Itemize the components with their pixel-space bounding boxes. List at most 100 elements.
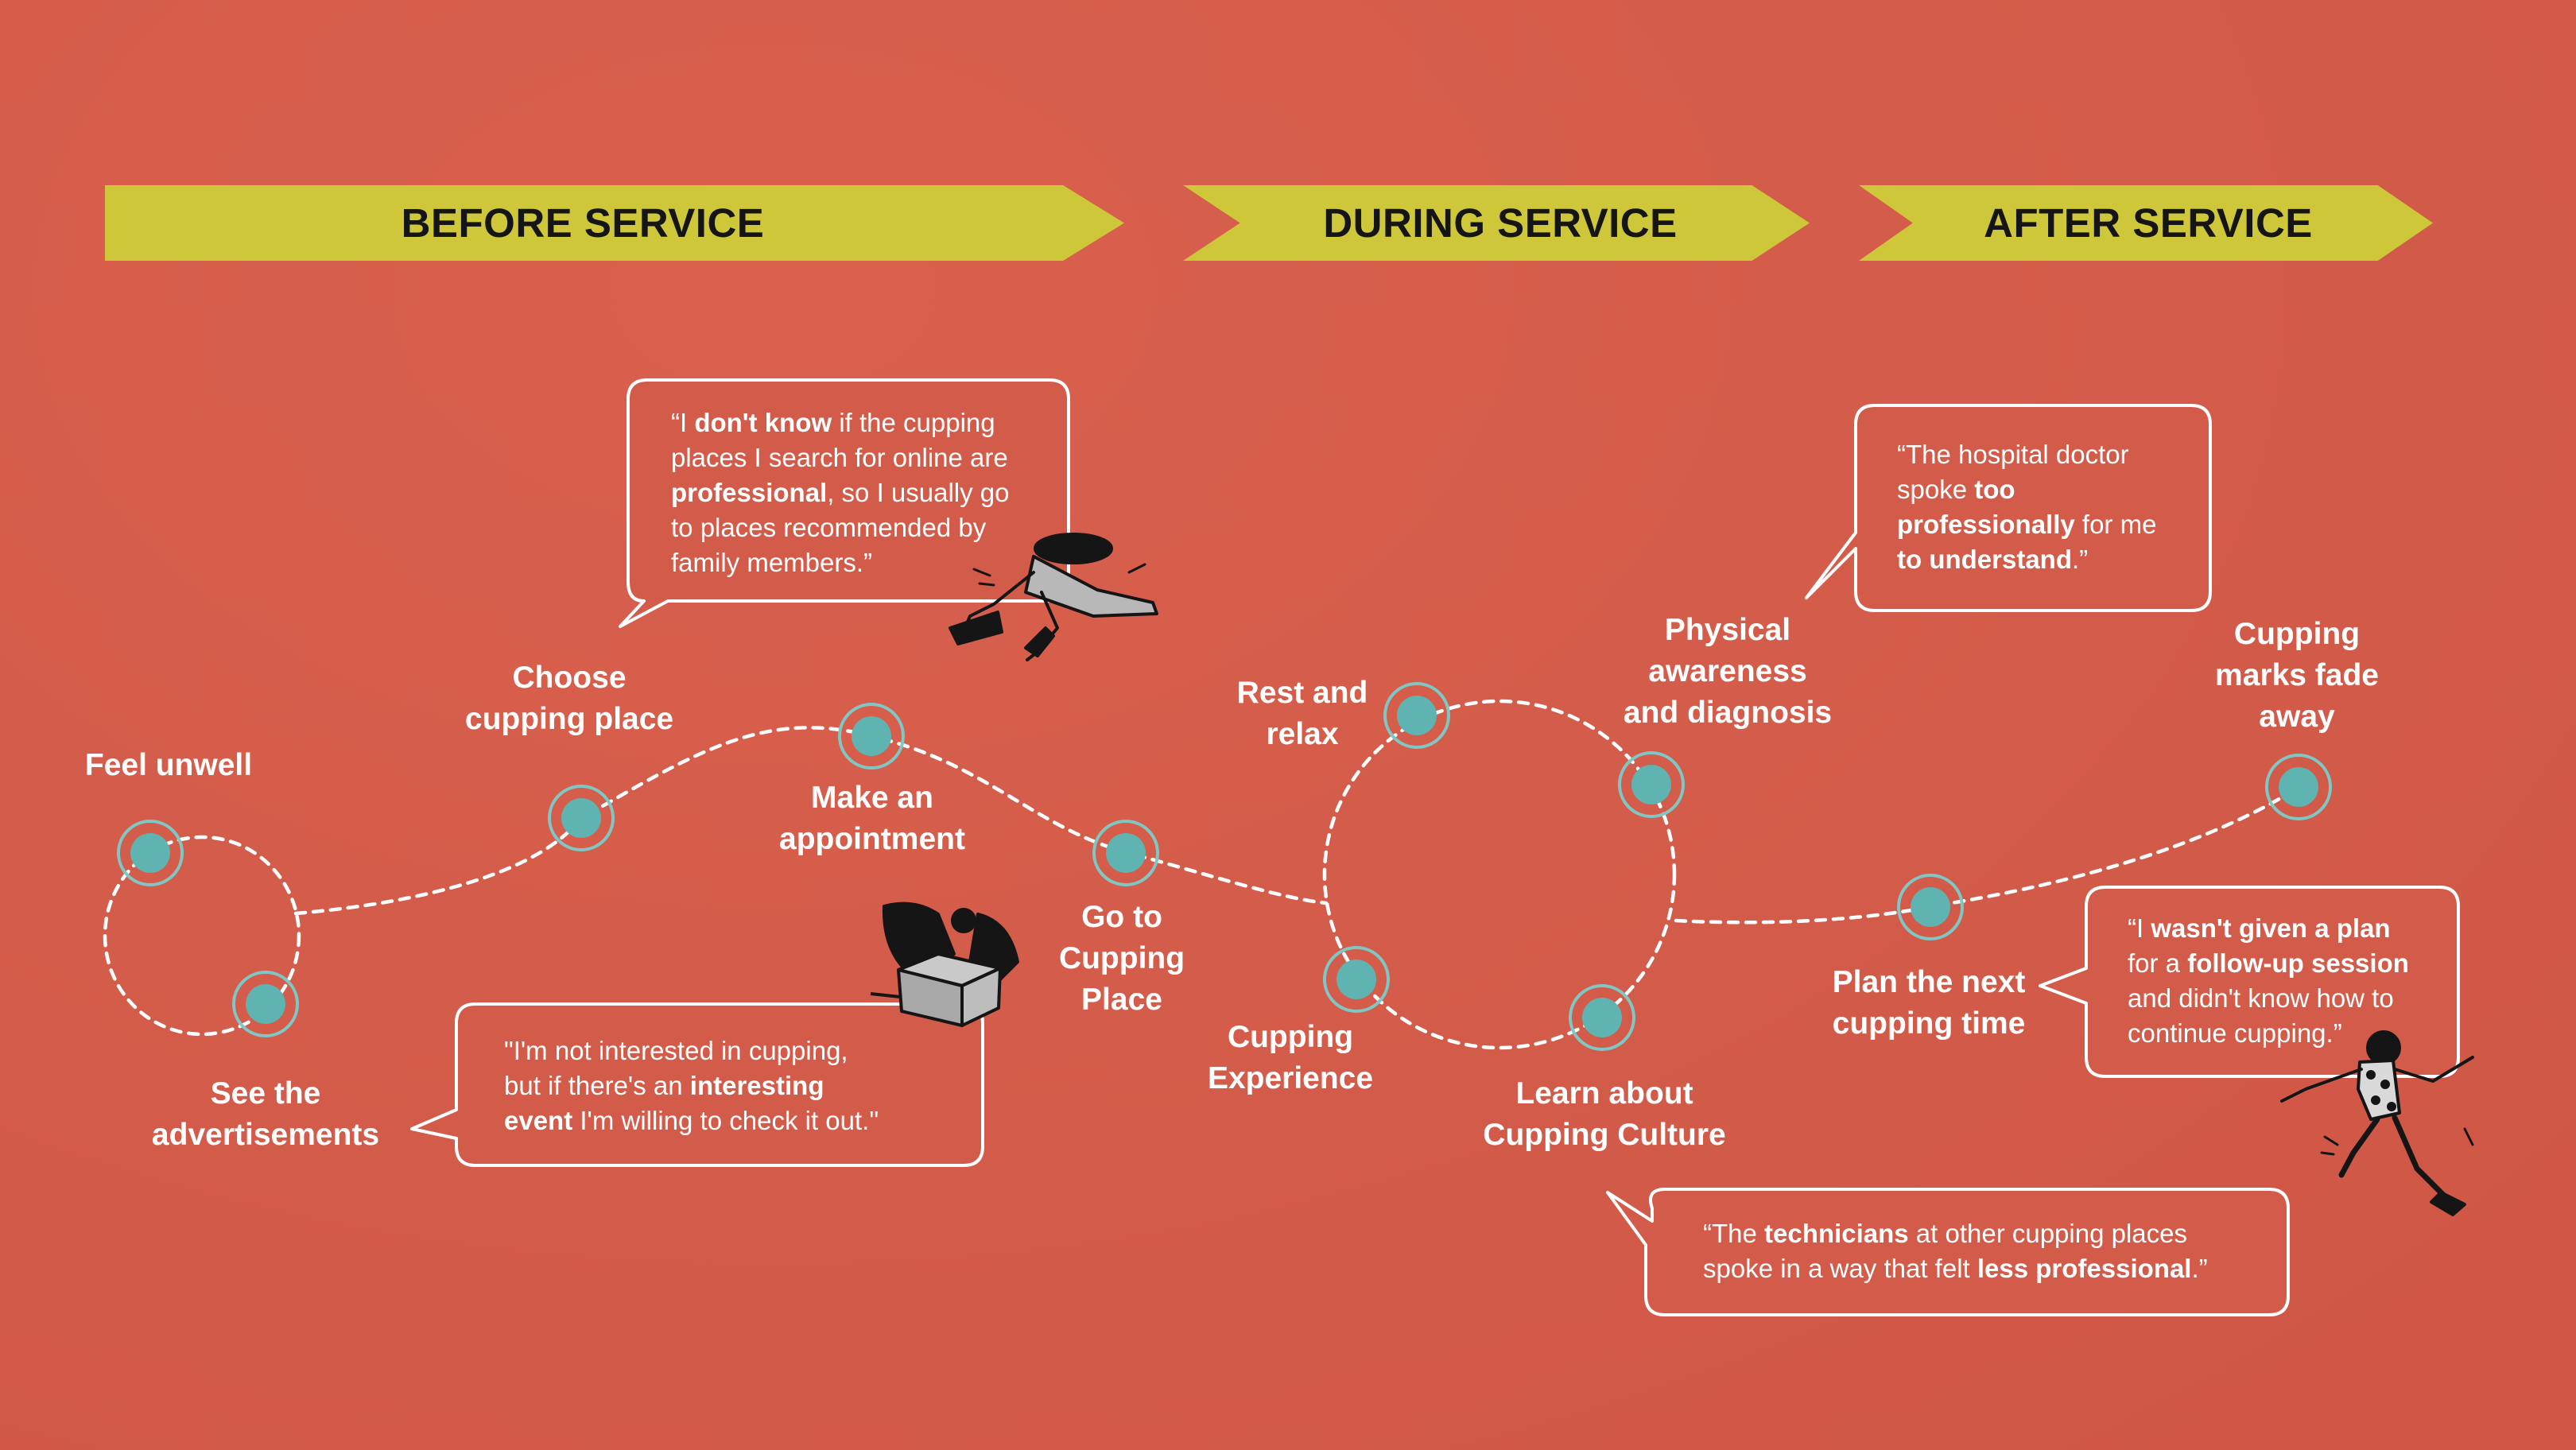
- step-text: cupping place: [464, 702, 674, 736]
- quote-emphasis: less professional: [1977, 1254, 2192, 1283]
- step-text: Physical: [1664, 613, 1791, 647]
- quote-emphasis: follow-up session: [2187, 948, 2409, 978]
- quote-text: spoke in a way that felt: [1703, 1254, 1977, 1283]
- node-goto[interactable]: [1092, 820, 1159, 886]
- node-fade[interactable]: [2265, 754, 2332, 820]
- quote-line: “The technicians at other cupping places: [1703, 1216, 2208, 1251]
- quote-online-search: “I don't know if the cupping places I se…: [671, 405, 1010, 580]
- node-choose[interactable]: [548, 785, 615, 851]
- phase-banner-during: DURING SERVICE: [1183, 185, 1810, 261]
- quote-emphasis: too: [1974, 475, 2015, 504]
- step-text: appointment: [779, 822, 965, 856]
- speech-bubbles: [410, 378, 2460, 1316]
- node-plan[interactable]: [1897, 874, 1964, 940]
- step-label-feel-unwell: Feel unwell: [85, 745, 252, 786]
- quote-text: .”: [2072, 545, 2089, 574]
- phase-banner-before: BEFORE SERVICE: [105, 185, 1124, 261]
- quote-line: professional, so I usually go: [671, 475, 1010, 510]
- quote-line: to places recommended by: [671, 513, 987, 542]
- bubble-q4: [2039, 886, 2460, 1078]
- step-text: Experience: [1207, 1061, 1374, 1095]
- step-text: away: [2259, 700, 2335, 734]
- node-experience[interactable]: [1323, 946, 1390, 1013]
- step-text: and diagnosis: [1623, 696, 1833, 730]
- bubble-q3: [1805, 404, 2212, 612]
- quote-line: professionally for me: [1897, 507, 2156, 542]
- quote-line: “I wasn't given a plan: [2128, 911, 2409, 946]
- quote-text: “The: [1703, 1219, 1765, 1248]
- quote-line: event I'm willing to check it out.": [504, 1103, 879, 1138]
- quote-follow-up-plan: “I wasn't given a plan for a follow-up s…: [2128, 911, 2409, 1051]
- step-text: advertisements: [151, 1118, 380, 1152]
- quote-text: .”: [2191, 1254, 2208, 1283]
- quote-text: if the cupping: [832, 408, 995, 437]
- phase-title-during: DURING SERVICE: [1323, 200, 1678, 246]
- quote-text: “I: [671, 408, 695, 437]
- quote-line: for a follow-up session: [2128, 946, 2409, 981]
- node-rest[interactable]: [1383, 682, 1450, 749]
- quote-line: "I'm not interested in cupping,: [504, 1036, 848, 1065]
- quote-line: spoke in a way that felt less profession…: [1703, 1251, 2208, 1286]
- box-character-illustration: [870, 901, 1019, 1027]
- step-text: Place: [1081, 983, 1162, 1017]
- step-text: Go to: [1081, 900, 1162, 934]
- dancing-character-illustration: [2280, 1030, 2474, 1216]
- quote-emphasis: wasn't given a plan: [2151, 913, 2391, 943]
- path-after: [1674, 785, 2302, 925]
- quote-text: spoke: [1897, 475, 1975, 504]
- quote-text: I'm willing to check it out.": [572, 1106, 879, 1135]
- step-text: Make an: [811, 781, 933, 815]
- quote-line: and didn't know how to: [2128, 983, 2394, 1013]
- quote-line: “I don't know if the cupping: [671, 405, 1010, 440]
- step-text: Cupping: [1227, 1020, 1354, 1054]
- quote-emphasis: professionally: [1897, 510, 2075, 539]
- step-text: relax: [1266, 717, 1339, 751]
- phase-banner-after: AFTER SERVICE: [1859, 185, 2433, 261]
- step-text: Cupping Culture: [1483, 1118, 1726, 1152]
- quote-text: for me: [2074, 510, 2157, 539]
- quote-line: to understand.”: [1897, 542, 2156, 577]
- loop-before: [103, 835, 301, 1037]
- step-text: awareness: [1648, 654, 1807, 688]
- node-appointment[interactable]: [838, 703, 905, 770]
- quote-emphasis: professional: [671, 478, 828, 507]
- quote-emphasis: interesting: [689, 1071, 824, 1100]
- quote-line: family members.”: [671, 548, 873, 577]
- quote-emphasis: technicians: [1764, 1219, 1909, 1248]
- step-text: See the: [210, 1076, 321, 1111]
- step-label-see-ads: See the advertisements: [152, 1073, 379, 1156]
- bubble-q5: [1606, 1188, 2290, 1316]
- quote-interesting-event: "I'm not interested in cupping, but if t…: [504, 1033, 879, 1138]
- phase-title-before: BEFORE SERVICE: [401, 200, 765, 246]
- running-character-illustration: [949, 533, 1158, 661]
- quote-text: , so I usually go: [827, 478, 1010, 507]
- loop-during: [1322, 699, 1677, 1050]
- step-label-physical: Physical awareness and diagnosis: [1624, 610, 1832, 734]
- node-feel-unwell[interactable]: [117, 820, 184, 886]
- node-physical[interactable]: [1618, 751, 1685, 818]
- node-culture[interactable]: [1569, 984, 1635, 1051]
- quote-emphasis: to understand: [1897, 545, 2072, 574]
- quote-line: continue cupping.”: [2128, 1018, 2342, 1048]
- step-nodes: [117, 682, 2332, 1051]
- quote-text: at other cupping places: [1908, 1219, 2188, 1248]
- bubble-q1: [619, 378, 1070, 628]
- quote-emphasis: don't know: [694, 408, 832, 437]
- phase-title-after: AFTER SERVICE: [1984, 200, 2313, 246]
- step-text: Plan the next: [1832, 965, 2026, 999]
- quote-text: for a: [2128, 948, 2188, 978]
- quote-line: but if there's an interesting: [504, 1068, 879, 1103]
- quote-line: places I search for online are: [671, 443, 1008, 472]
- quote-technicians: “The technicians at other cupping places…: [1703, 1216, 2208, 1286]
- node-see-ads[interactable]: [232, 971, 299, 1037]
- quote-text: “I: [2128, 913, 2151, 943]
